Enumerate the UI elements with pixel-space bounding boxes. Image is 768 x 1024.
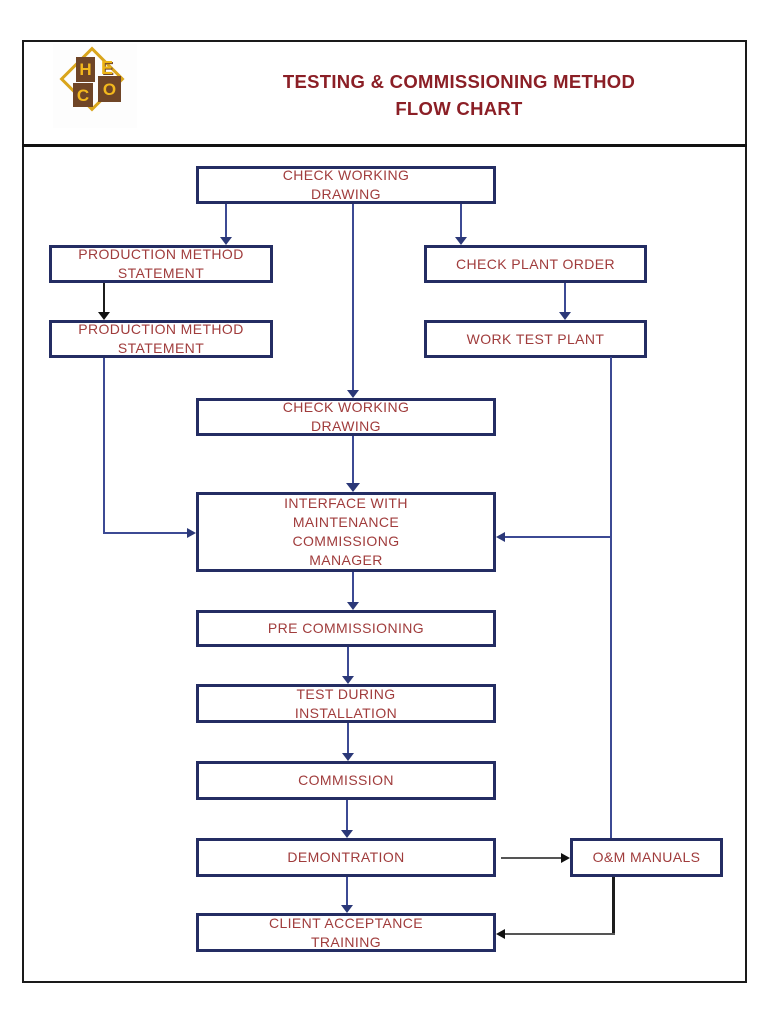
- flow-node-label: PRODUCTION METHOD STATEMENT: [78, 246, 244, 281]
- connector-pms1-to-pms2-line: [103, 283, 105, 312]
- connector-pre-to-tdi-line: [347, 647, 349, 676]
- arrowhead-down-icon: [455, 237, 467, 245]
- arrowhead-down-icon: [347, 602, 359, 610]
- connector-commission-to-dem-line: [346, 800, 348, 830]
- flow-node-interface-with-maintenance: INTERFACE WITH MAINTENANCE COMMISSIONG M…: [196, 492, 496, 572]
- connector-cwd1-to-cpo-line: [460, 204, 462, 237]
- flow-node-commission: COMMISSION: [196, 761, 496, 800]
- connector-tdi-to-commission-line: [347, 723, 349, 753]
- flow-node-check-working-drawing-2: CHECK WORKING DRAWING: [196, 398, 496, 436]
- connector-pms2-to-interface-hline: [103, 532, 187, 534]
- connector-interface-to-pre-line: [352, 572, 354, 602]
- document-page: H E C O TESTING & COMMISSIONING METHOD F…: [22, 40, 747, 983]
- flow-node-label: INTERFACE WITH MAINTENANCE COMMISSIONG M…: [284, 495, 408, 568]
- logo-letter-h: H: [76, 57, 95, 82]
- logo-letter-h-glyph: H: [79, 60, 92, 79]
- flow-node-label: CLIENT ACCEPTANCE TRAINING: [268, 914, 424, 950]
- arrowhead-down-icon: [98, 312, 110, 320]
- arrowhead-down-icon: [346, 483, 360, 492]
- flow-node-check-working-drawing-1: CHECK WORKING DRAWING: [196, 166, 496, 204]
- connector-pms2-to-interface-vline: [103, 358, 105, 534]
- flow-node-label: CHECK WORKING DRAWING: [282, 399, 410, 434]
- arrowhead-down-icon: [347, 390, 359, 398]
- arrowhead-down-icon: [220, 237, 232, 245]
- flow-node-client-acceptance-training: CLIENT ACCEPTANCE TRAINING: [196, 913, 496, 952]
- flow-node-demontration: DEMONTRATION: [196, 838, 496, 877]
- arrowhead-left-icon: [496, 532, 505, 542]
- arrowhead-left-icon: [496, 929, 505, 939]
- connector-cwd2-to-interface-line: [352, 436, 354, 484]
- logo-letter-e: E: [98, 57, 116, 79]
- connector-wtp-to-om-vline: [610, 357, 612, 838]
- logo-letter-e-glyph: E: [100, 58, 113, 78]
- flow-node-label: TEST DURING INSTALLATION: [294, 685, 398, 721]
- flow-node-label: CHECK PLANT ORDER: [455, 255, 616, 272]
- arrowhead-right-icon: [561, 853, 570, 863]
- flow-node-test-during-installation: TEST DURING INSTALLATION: [196, 684, 496, 723]
- logo-letter-c: C: [73, 83, 93, 107]
- flow-node-label: COMMISSION: [298, 772, 394, 788]
- arrowhead-down-icon: [342, 753, 354, 761]
- heco-logo: H E C O: [53, 44, 137, 128]
- flow-node-production-method-statement-1: PRODUCTION METHOD STATEMENT: [49, 245, 273, 283]
- connector-cpo-to-wtp-line: [564, 283, 566, 312]
- connector-om-to-cat-hline: [505, 933, 615, 935]
- flow-node-label: O&M MANUALS: [592, 849, 701, 865]
- connector-dem-to-cat-line: [346, 877, 348, 905]
- flow-node-label: WORK TEST PLANT: [466, 330, 605, 347]
- logo-letter-o: O: [98, 76, 121, 102]
- flow-node-work-test-plant: WORK TEST PLANT: [424, 320, 647, 358]
- logo-letter-c-glyph: C: [76, 85, 90, 105]
- arrowhead-down-icon: [559, 312, 571, 320]
- flow-node-label: DEMONTRATION: [287, 849, 405, 865]
- flow-node-production-method-statement-2: PRODUCTION METHOD STATEMENT: [49, 320, 273, 358]
- connector-dem-to-om-hline: [501, 857, 561, 859]
- arrowhead-right-icon: [187, 528, 196, 538]
- connector-cwd1-to-cwd2-line: [352, 204, 354, 390]
- flow-node-label: PRE COMMISSIONING: [267, 620, 425, 636]
- flow-node-label: CHECK WORKING DRAWING: [282, 167, 410, 202]
- connector-wtpline-to-interface-hline: [505, 536, 611, 538]
- flow-node-check-plant-order: CHECK PLANT ORDER: [424, 245, 647, 283]
- logo-letter-o-glyph: O: [102, 79, 117, 99]
- page-title: TESTING & COMMISSIONING METHOD FLOW CHAR…: [282, 71, 636, 119]
- connector-cwd1-to-pms1-line: [225, 204, 227, 238]
- flow-node-pre-commissioning: PRE COMMISSIONING: [196, 610, 496, 647]
- arrowhead-down-icon: [341, 905, 353, 913]
- flow-node-label: PRODUCTION METHOD STATEMENT: [78, 321, 244, 356]
- arrowhead-down-icon: [342, 676, 354, 684]
- arrowhead-down-icon: [341, 830, 353, 838]
- flow-node-om-manuals: O&M MANUALS: [570, 838, 723, 877]
- header-divider: [22, 144, 747, 147]
- connector-om-to-cat-vline: [612, 877, 615, 935]
